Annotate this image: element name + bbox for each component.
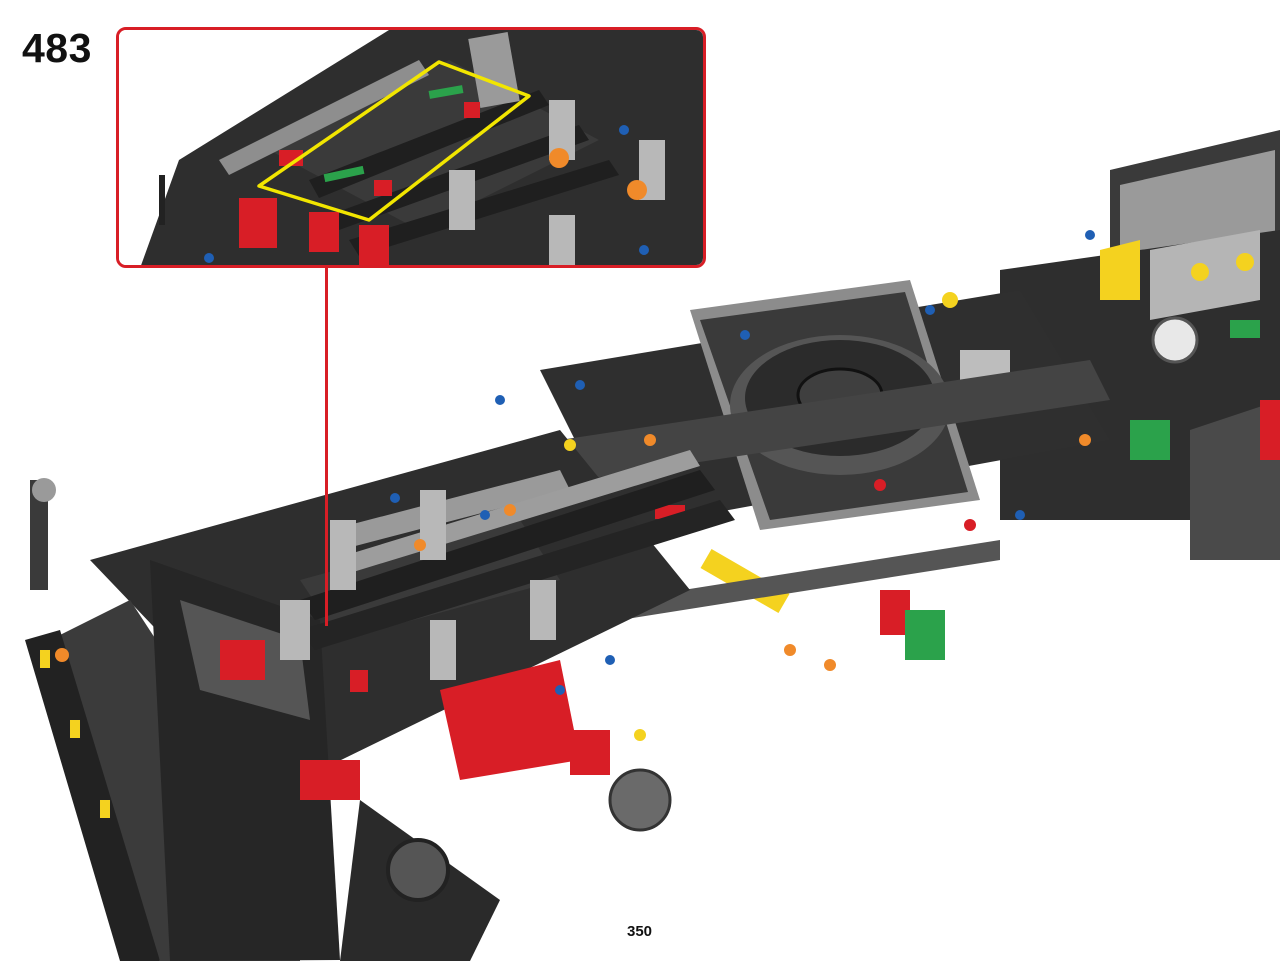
centre-frame bbox=[540, 280, 1110, 660]
page-number: 350 bbox=[627, 923, 653, 940]
callout-box bbox=[116, 27, 706, 268]
highlight-frame bbox=[257, 60, 531, 222]
connector-pins bbox=[390, 230, 1095, 741]
callout-connector-line bbox=[325, 268, 328, 626]
callout-illustration bbox=[119, 30, 703, 265]
rear-frame bbox=[1000, 130, 1280, 560]
step-number: 483 bbox=[22, 25, 92, 71]
